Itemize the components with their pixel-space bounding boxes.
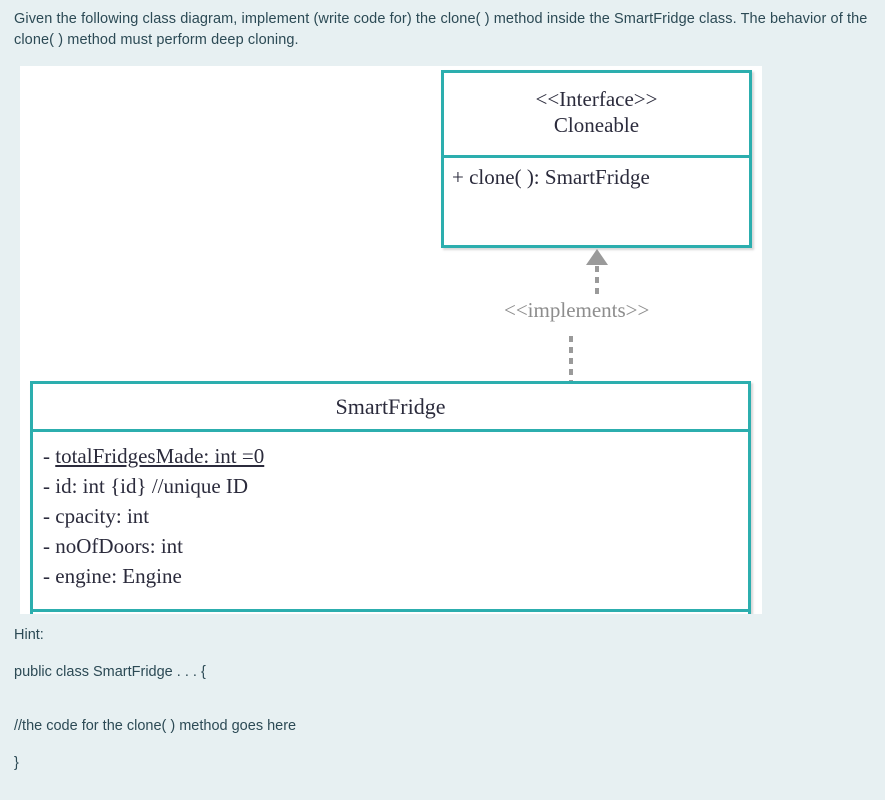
class-attribute: - id: int {id} //unique ID (43, 474, 249, 499)
question-prompt: Given the following class diagram, imple… (14, 11, 868, 49)
implements-arrowhead-icon (585, 249, 609, 266)
uml-class-smartfridge: SmartFridge - totalFridgesMade: int =0 -… (30, 381, 751, 614)
implements-label: <<implements>> (504, 298, 650, 322)
uml-interface-cloneable: <<Interface>> Cloneable + clone( ): Smar… (441, 70, 752, 248)
class-name: SmartFridge (335, 393, 446, 419)
hint-code-line-3: } (14, 755, 19, 772)
class-attribute: - cpacity: int (43, 504, 150, 529)
interface-name: Cloneable (553, 113, 640, 137)
class-attribute: - engine: Engine (43, 564, 182, 589)
interface-stereotype: <<Interface>> (535, 87, 658, 112)
class-attribute-text: totalFridgesMade: int =0 (55, 444, 265, 468)
implements-dashed-line-lower (569, 336, 573, 381)
class-attribute: - noOfDoors: int (43, 534, 183, 559)
implements-dashed-line-upper (595, 266, 599, 294)
hint-block: Hint: public class SmartFridge . . . { /… (14, 625, 864, 774)
hint-label: Hint: (14, 627, 44, 643)
class-operations (33, 612, 748, 614)
class-header: SmartFridge (33, 384, 748, 432)
class-diagram-image: <<Interface>> Cloneable + clone( ): Smar… (20, 66, 762, 614)
hint-code-line-2: //the code for the clone( ) method goes … (14, 718, 297, 735)
interface-header: <<Interface>> Cloneable (444, 73, 749, 158)
interface-operations: + clone( ): SmartFridge (444, 158, 749, 190)
hint-code-line-1: public class SmartFridge . . . { (14, 664, 206, 681)
interface-operation: + clone( ): SmartFridge (452, 165, 650, 189)
class-attributes: - totalFridgesMade: int =0 - id: int {id… (33, 432, 748, 612)
class-attribute: - totalFridgesMade: int =0 (43, 444, 265, 468)
